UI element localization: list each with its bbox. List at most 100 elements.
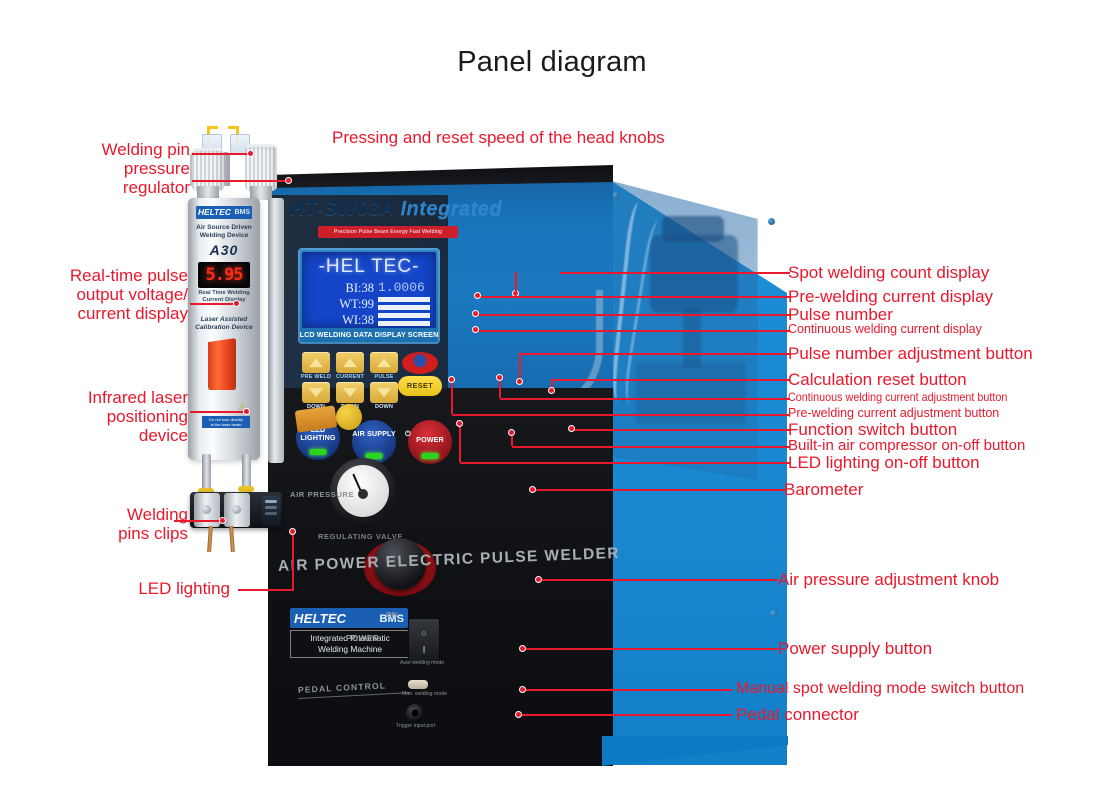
leader-line-regulator-2 (192, 180, 290, 182)
leader-line-pre-welding-adjust (452, 414, 790, 416)
heltec-logo: HELTEC BMS (290, 608, 408, 628)
leader-line-laser (190, 411, 248, 413)
leader-line-led-lighting-vertical (292, 532, 294, 590)
welding-pin-clip-right[interactable] (224, 493, 250, 527)
leader-dot-pulse-number (472, 310, 479, 317)
manual-mode-text: Man. welding mode (402, 691, 447, 697)
leader-line-spot-count-vertical (515, 272, 517, 294)
welding-pin-left (207, 525, 213, 553)
leader-line-pre-welding-adjust-vertical (451, 380, 453, 414)
pedal-connector-port[interactable] (406, 704, 424, 722)
head-piston-rod-right (242, 454, 251, 492)
leader-dot-realtime-display (233, 300, 240, 307)
welding-pin-pressure-regulator-knob-1[interactable] (192, 148, 224, 191)
function-power-button[interactable]: ⏻ POWER (405, 420, 452, 464)
leader-dot-pedal-connector (515, 711, 522, 718)
leader-dot-air-knob (535, 576, 542, 583)
head-subtitle: Air Source Driven Welding Device (196, 224, 252, 239)
machine-model-text: HT-SW03A Integrated (290, 198, 502, 221)
leader-line-spot-count (560, 272, 790, 274)
pre-welding-down-button[interactable] (302, 382, 330, 403)
power-supply-rocker-switch[interactable]: ○ I (408, 618, 440, 664)
lcd-caption: LCD WELDING DATA DISPLAY SCREEN (299, 330, 439, 339)
continuous-current-up-button[interactable] (336, 352, 364, 373)
infrared-laser-positioning-device[interactable] (208, 338, 236, 390)
rod-collar-right (238, 486, 254, 492)
barometer-hub (358, 489, 368, 499)
regulating-valve-silk-text: REGULATING VALVE (318, 532, 404, 541)
pulse-number-down-button[interactable] (370, 382, 398, 403)
pre-welding-column-label: PRE WELD (300, 374, 332, 380)
power-button-label: POWER (416, 435, 444, 444)
heltec-logo-text: HELTEC (294, 611, 347, 626)
leader-dot-laser (243, 408, 250, 415)
leader-line-pulse-adjust (520, 353, 790, 355)
label-pedal-connector: Pedal connector (736, 705, 859, 724)
leader-dot-manual-mode (519, 686, 526, 693)
clip-screw-right (232, 505, 241, 514)
welder-machine-photo: HT-SW03A Integrated Precision Pulse Beam… (150, 126, 810, 766)
air-pressure-silk-text: AIR PRESSURE (290, 490, 355, 499)
down-label-3: DOWN (374, 404, 394, 410)
on-silk-text: ON (386, 610, 398, 619)
leader-dot-reset (548, 387, 555, 394)
leader-line-led-button (460, 462, 790, 464)
leader-line-function-switch (574, 429, 790, 431)
pre-welding-up-button[interactable] (302, 352, 330, 373)
model-code: HT-SW03A (290, 198, 395, 220)
label-air-pressure-adjustment-knob: Air pressure adjustment knob (778, 570, 1000, 589)
continuous-current-down-button[interactable] (336, 382, 364, 403)
reset-indicator-knob (402, 352, 438, 374)
leader-line-pulse-number (478, 314, 790, 316)
leader-line-continuous-adjust (500, 398, 790, 400)
leader-line-power-supply (524, 648, 778, 650)
head-display-caption: Real Time Welding Current Display (198, 290, 250, 303)
leader-line-air-compressor (512, 446, 790, 448)
internal-compressor-stem (683, 308, 701, 368)
leader-dot-air-compressor (508, 429, 515, 436)
leader-dot-function-switch (568, 425, 575, 432)
leader-dot-led-lighting (289, 528, 296, 535)
internal-compressor-base (636, 362, 746, 424)
lcd-parameter-rows: BI:38 WT:99 WI:38 (308, 280, 374, 328)
head-piston-rod-left (202, 454, 211, 492)
label-real-time-pulse-display: Real-time pulse output voltage/ current … (69, 266, 188, 324)
calculation-reset-button[interactable]: RESET (398, 376, 442, 396)
head-knob-marker-left (207, 126, 218, 141)
label-welding-pin-pressure-regulator: Welding pin pressure regulator (101, 140, 190, 198)
label-continuous-welding-current-adjustment-button: Continuous welding current adjustment bu… (788, 391, 1008, 404)
leader-dot-pre-welding-adjust (448, 376, 455, 383)
pedal-port-text: Trigger input port (396, 723, 436, 729)
label-led-lighting-on-off-button: LED lighting on-off button (788, 453, 980, 472)
leader-dot-continuous-display (472, 326, 479, 333)
regulator-neck-1 (197, 186, 219, 200)
welding-head-guide-column (268, 198, 284, 463)
label-manual-spot-welding-mode-switch-button: Manual spot welding mode switch button (736, 680, 1025, 697)
welding-pin-right (229, 525, 235, 553)
reset-button-label: RESET (406, 381, 434, 390)
lcd-header-text: -HEL TEC- (318, 256, 420, 277)
head-model-text: A30 (209, 242, 239, 258)
air-pressure-adjustment-knob[interactable] (374, 538, 426, 590)
yellow-fitting (336, 404, 362, 430)
leader-line-regulator-1 (192, 153, 252, 155)
manual-spot-welding-mode-switch[interactable] (408, 680, 428, 689)
label-infrared-laser-positioning-device: Infrared laser positioning device (87, 388, 188, 446)
rod-collar-left (198, 488, 214, 494)
label-barometer: Barometer (784, 480, 864, 499)
leader-dot-pulse-adjust (516, 378, 523, 385)
leader-dot-regulator-2 (285, 177, 292, 184)
power-button-indicator (421, 453, 439, 459)
laser-warning-label: Do not look directly at the laser beam (202, 416, 250, 428)
leader-dot-pins-clips (219, 517, 226, 524)
label-function-switch-button: Function switch button (788, 420, 958, 439)
pulse-number-up-button[interactable] (370, 352, 398, 373)
leader-line-realtime-display (190, 303, 238, 305)
air-supply-button[interactable]: AIR SUPPLY (352, 420, 396, 464)
head-logo-text: HELTEC (198, 207, 231, 217)
power-silk-text: POWER (346, 634, 380, 643)
leader-dot-regulator-1 (247, 150, 254, 157)
label-pulse-number: Pulse number (788, 305, 893, 324)
regulator-neck-2 (250, 186, 272, 200)
leader-line-reset-vertical (551, 379, 553, 391)
